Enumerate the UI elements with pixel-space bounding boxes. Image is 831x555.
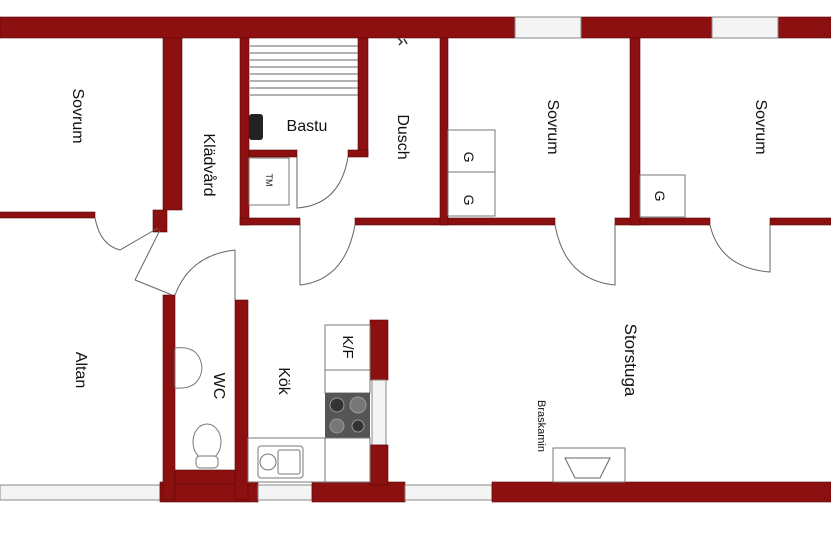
wall	[769, 217, 831, 226]
wall	[0, 211, 96, 219]
wall	[439, 37, 449, 226]
sauna-heater-icon	[249, 114, 263, 140]
room-label-wc: WC	[210, 373, 227, 400]
wardrobe	[639, 174, 686, 218]
window	[514, 16, 582, 39]
door	[174, 249, 236, 300]
bottom-wall	[311, 481, 406, 503]
fireplace-icon	[552, 447, 626, 483]
top-wall	[0, 16, 831, 39]
room-label-bastu: Bastu	[287, 118, 328, 135]
fixture-label-kf: K/F	[339, 335, 356, 358]
window	[371, 379, 387, 446]
fridge-freezer	[324, 324, 371, 371]
room-label-kok: Kök	[275, 367, 292, 396]
wall	[347, 149, 369, 158]
wall	[239, 37, 250, 226]
counter	[324, 437, 371, 483]
room-label-kladvard: Klädvård	[200, 133, 218, 196]
toilet-tank	[195, 455, 219, 469]
wc-wall	[234, 299, 249, 501]
fixture-label-g: G	[461, 195, 477, 206]
wc-wall	[174, 469, 236, 485]
window	[711, 16, 779, 39]
door	[709, 224, 771, 273]
fixture-label-g: G	[652, 191, 668, 202]
wall	[354, 217, 556, 226]
wc-wall	[162, 294, 176, 501]
wall	[152, 209, 168, 233]
door	[296, 156, 349, 209]
wall	[614, 217, 711, 226]
wall	[629, 37, 641, 226]
room-label-storstuga: Storstuga	[621, 324, 640, 397]
room-label-sovrum: Sovrum	[69, 88, 86, 143]
sauna-bench	[250, 45, 358, 96]
kitchen-wall	[369, 319, 389, 381]
wardrobe	[447, 129, 496, 173]
washbasin-icon	[174, 347, 203, 389]
kitchen-wall	[369, 444, 389, 486]
room-label-dusch: Dusch	[394, 114, 411, 159]
shower-icon	[397, 37, 408, 46]
wardrobe	[447, 171, 496, 217]
room-label-sovrum: Sovrum	[544, 99, 561, 154]
room-label-altan: Altan	[72, 352, 89, 388]
counter	[324, 369, 371, 394]
tm-box	[248, 157, 290, 206]
wall	[357, 37, 369, 157]
bottom-wall	[491, 481, 831, 503]
door	[554, 224, 616, 286]
room-label-sovrum: Sovrum	[752, 99, 769, 154]
fixture-label-tm: TM	[264, 174, 274, 187]
window	[404, 484, 493, 501]
wall	[162, 37, 183, 211]
wall	[248, 149, 298, 158]
door	[299, 224, 356, 286]
door	[94, 217, 159, 251]
door	[134, 229, 173, 296]
stove-icon	[325, 393, 370, 438]
toilet-icon	[192, 423, 222, 461]
fixture-label-g: G	[461, 152, 477, 163]
wall	[239, 217, 301, 226]
window	[257, 484, 313, 501]
fixture-label-braskamin: Braskamin	[535, 400, 547, 452]
window	[0, 484, 161, 501]
